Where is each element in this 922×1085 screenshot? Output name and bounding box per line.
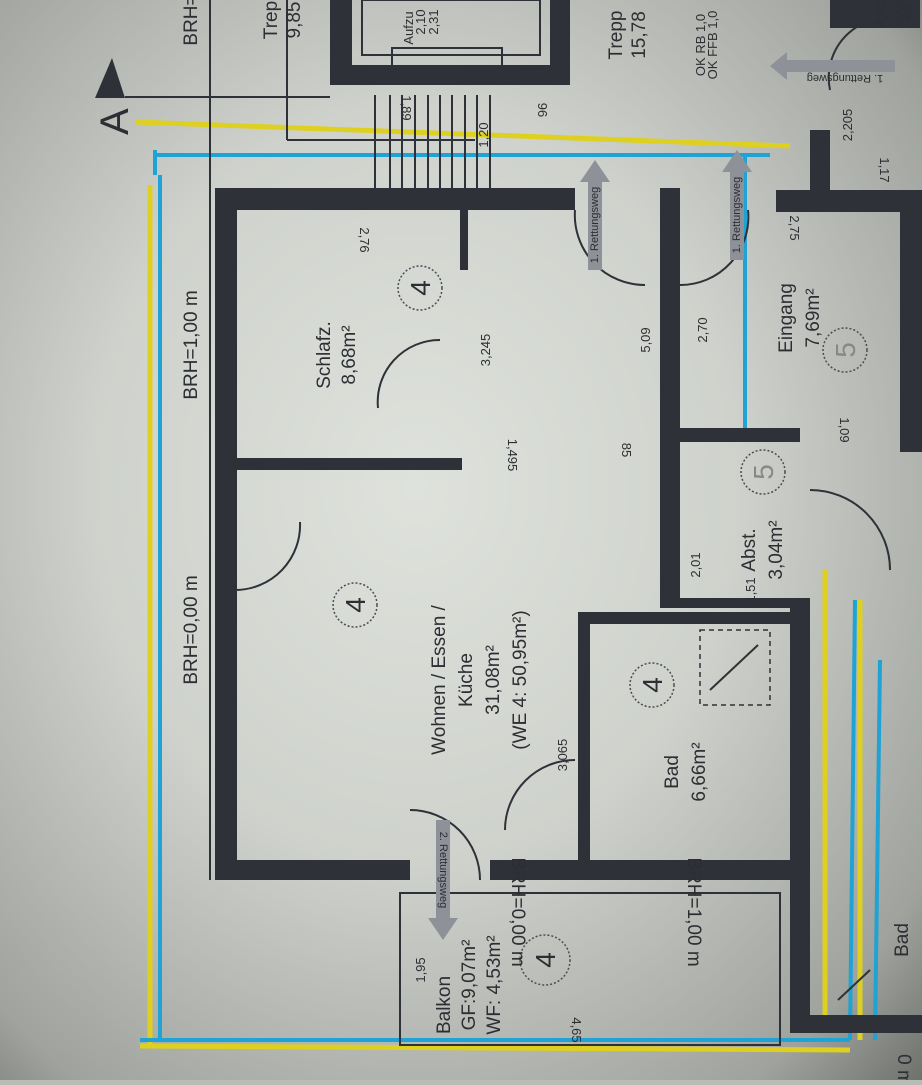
- section-letter: A: [93, 108, 137, 135]
- balkon-wf: WF: 4,53m²: [484, 935, 505, 1034]
- wohnen-name-1: Wohnen / Essen /: [429, 604, 450, 754]
- dimension: 1,20: [476, 122, 491, 147]
- shower-diagonal: [709, 644, 759, 691]
- dimension: 2,1: [898, 3, 913, 21]
- lift-dim: 2,31: [426, 9, 441, 34]
- stair-area: 15,78: [629, 11, 650, 59]
- room-number: 4: [530, 952, 561, 968]
- wohnen-name-2: Küche: [456, 653, 477, 707]
- abst-area: 3,04m²: [766, 520, 787, 579]
- dimension: 2,01: [688, 552, 703, 577]
- brh-label: BRH=1,00 m: [181, 290, 202, 399]
- dimension: 5,09: [638, 327, 653, 352]
- dimension: 2,76: [357, 227, 372, 252]
- stair-label: Trep: [261, 1, 282, 39]
- balkon-gf: GF:9,07m²: [459, 940, 480, 1031]
- bad-name: Bad: [662, 755, 683, 789]
- stairs: [125, 0, 491, 880]
- escape-arrow-icons: [428, 52, 895, 940]
- dimension: 1,51: [743, 577, 758, 602]
- dimension: 3,065: [555, 739, 570, 772]
- lift-dim: 2,10: [413, 9, 428, 34]
- level-ok-rb: OK RB 1,0: [693, 14, 708, 76]
- escape-route-label: 2. Rettungsweg: [437, 832, 449, 908]
- room-number-circle: [397, 265, 443, 311]
- dimension: 1,17: [877, 157, 892, 182]
- balkon-name: Balkon: [434, 976, 455, 1034]
- level-ok-ffb: OK FFB 1,0: [705, 11, 720, 80]
- neighbor-shower-diagonal: [837, 969, 871, 1001]
- dimension: 4,60: [873, 2, 888, 27]
- dimension: 2,70: [695, 317, 710, 342]
- yellow-outline: [134, 119, 863, 1053]
- eingang-area: 7,69m²: [803, 288, 824, 347]
- dimension: 85: [619, 443, 634, 457]
- stair-label: Trepp: [606, 11, 627, 60]
- dimension: 1,09: [837, 417, 852, 442]
- escape-route-label: 1. Rettungsweg: [731, 177, 743, 253]
- schlafz-name: Schlafz.: [314, 321, 335, 389]
- escape-route-label: 1. Rettungsweg: [589, 187, 601, 263]
- eingang-name: Eingang: [776, 283, 797, 353]
- room-number-circle: [629, 662, 675, 708]
- room-number: 4: [637, 677, 668, 693]
- section-arrow-icon: [95, 58, 125, 98]
- dimension: 1,95: [413, 957, 428, 982]
- walls: [215, 0, 922, 1033]
- room-number-circle: [822, 327, 868, 373]
- stair-area: 9,85: [284, 2, 305, 39]
- dimension: 96: [535, 103, 550, 117]
- brh-label: BRH=: [181, 0, 202, 46]
- dimension: 4,65: [569, 1017, 584, 1042]
- lift-shaft: [361, 0, 541, 73]
- lift-label: Aufzu: [401, 11, 416, 44]
- escape-route-label: 1. Rettungsweg: [807, 72, 883, 84]
- room-number: 5: [830, 342, 861, 358]
- wohnen-area: 31,08m²: [483, 645, 504, 715]
- brh-label: BRH=1,00 m: [683, 857, 704, 966]
- shower-tray: [699, 629, 771, 706]
- neighbor-dim: 0 m: [893, 1054, 914, 1080]
- wohnen-total: (WE 4: 50,95m²): [510, 610, 531, 749]
- bad-area: 6,66m²: [689, 742, 710, 801]
- dimension: 1,495: [505, 439, 520, 472]
- blue-outline: [140, 150, 882, 1042]
- dimension: 3,245: [478, 334, 493, 367]
- abst-name: Abst.: [739, 528, 760, 571]
- room-number-circle: [332, 582, 378, 628]
- room-number: 5: [748, 464, 779, 480]
- schlafz-area: 8,68m²: [339, 325, 360, 384]
- balcony-outline: [399, 892, 781, 1046]
- room-number: 4: [405, 280, 436, 296]
- brh-label: BRH=0,00 m: [507, 857, 528, 966]
- brh-label: BRH=0,00 m: [181, 575, 202, 684]
- room-number-circle: [740, 449, 786, 495]
- room-number-circle: [519, 934, 571, 986]
- neighbor-bad-label: Bad: [892, 923, 913, 957]
- dimension: 2,205: [840, 109, 855, 142]
- dimension: 1,89: [399, 95, 414, 120]
- room-number: 4: [340, 597, 371, 613]
- dimension: 2,75: [787, 215, 802, 240]
